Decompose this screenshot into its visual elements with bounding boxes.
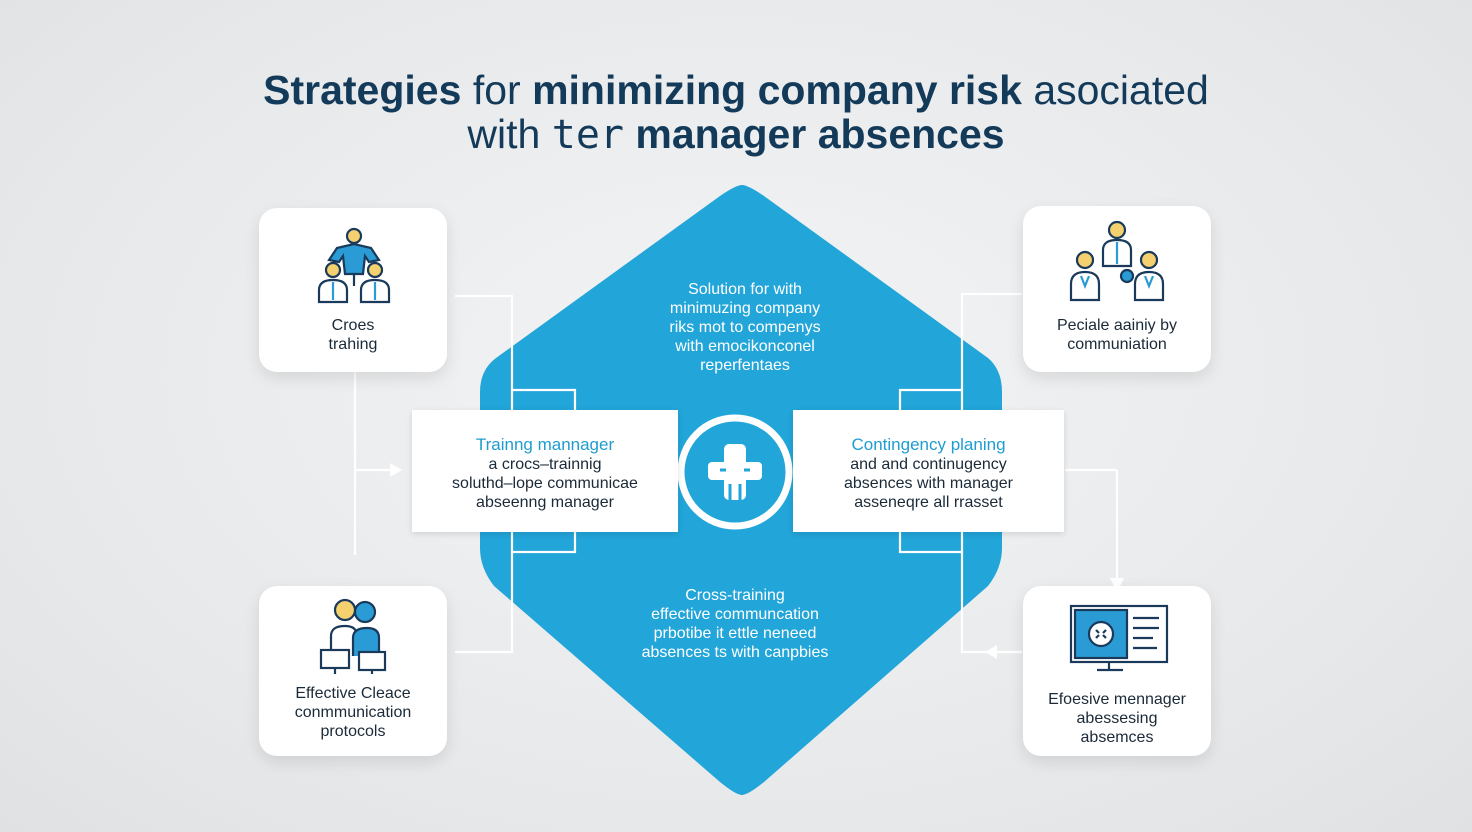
card-label-line: absemces	[1080, 729, 1154, 746]
title-word-with: with	[467, 111, 541, 157]
outer-connectors	[353, 372, 1119, 585]
left-box-line: soluthd–lope communicae	[452, 475, 638, 492]
connector-lines	[455, 292, 1022, 654]
connector-bottom-left	[455, 532, 514, 654]
title-word-strategies: Strategies	[263, 67, 462, 113]
card-top-right-label: Peciale aainiy by communiation	[1023, 316, 1211, 354]
center-top-text: Solution for with minimuzing company rik…	[600, 280, 890, 375]
group-people-icon	[1069, 220, 1165, 302]
card-label-line: abessesing	[1076, 710, 1158, 727]
card-top-left-label: Croes trahing	[259, 316, 447, 354]
title-line-2: with ter manager absences	[0, 109, 1472, 160]
center-bottom-line: effective communcation	[651, 606, 819, 623]
team-people-icon	[317, 227, 391, 304]
card-bottom-right: Efoesive mennager abessesing absemces	[1023, 586, 1211, 756]
two-people-icon	[319, 598, 387, 674]
card-label-line: Effective Cleace	[295, 685, 411, 702]
left-strategy-box: Trainng mannager a crocs–trainnig soluth…	[412, 410, 678, 532]
card-label-line: conmmunication	[294, 704, 412, 721]
right-box-heading: Contingency planing	[851, 435, 1006, 454]
card-label-line: Croes	[331, 317, 375, 334]
title-word-for: for	[472, 67, 521, 113]
right-box-line: and and continugency	[850, 456, 1007, 473]
connector-left-stub-top	[512, 388, 577, 410]
title-phrase-absences: manager absences	[635, 111, 1005, 157]
center-bottom-line: Cross-training	[685, 587, 785, 604]
left-box-line: abseenng manager	[476, 494, 614, 511]
connector-top-left	[455, 294, 514, 410]
card-label-line: trahing	[328, 336, 378, 353]
monitor-icon	[1069, 604, 1169, 672]
connector-right-stub	[898, 532, 962, 554]
center-top-line: minimuzing company	[669, 300, 821, 317]
card-top-left: Croes trahing	[259, 208, 447, 372]
left-box-heading: Trainng mannager	[475, 435, 615, 454]
center-top-line: Solution for with	[688, 281, 802, 298]
title-word-asociated: asociated	[1033, 67, 1209, 113]
connector-right-stub-top	[898, 388, 962, 410]
title-line-1: Strategies for minimizing company risk a…	[0, 65, 1472, 115]
connector-bottom-right	[960, 532, 1022, 654]
left-box-line: a crocs–trainnig	[488, 456, 602, 473]
card-label-line: Efoesive mennager	[1048, 691, 1186, 708]
connector-left-stub	[512, 532, 577, 554]
center-bottom-text: Cross-training effective communcation pr…	[580, 586, 890, 662]
connector-top-right	[960, 292, 1022, 410]
card-bottom-left: Effective Cleace conmmunication protocol…	[259, 586, 447, 756]
center-bottom-line: prbotibe it ettle neneed	[653, 625, 817, 642]
card-label-line: communiation	[1067, 336, 1167, 353]
title-phrase-risk: minimizing company risk	[532, 67, 1022, 113]
card-label-line: Peciale aainiy by	[1056, 317, 1178, 334]
title-word-ter: ter	[551, 112, 624, 158]
card-top-right: Peciale aainiy by communiation	[1023, 206, 1211, 372]
center-top-line: with emocikonconel	[675, 338, 815, 355]
right-box-line: asseneqre all rrasset	[854, 494, 1003, 511]
card-bottom-left-label: Effective Cleace conmmunication protocol…	[259, 684, 447, 741]
right-strategy-box: Contingency planing and and continugency…	[793, 410, 1064, 532]
arrow-bottom-right-head	[985, 645, 997, 659]
center-bottom-line: absences ts with canpbies	[641, 644, 829, 661]
right-box-line: absences with manager	[844, 475, 1013, 492]
arrow-right-head	[1110, 578, 1124, 592]
center-hub-icon-details	[720, 468, 750, 500]
card-bottom-right-label: Efoesive mennager abessesing absemces	[1023, 690, 1211, 747]
center-top-line: reperfentaes	[700, 357, 790, 374]
arrow-left-head	[390, 463, 402, 477]
card-label-line: protocols	[320, 723, 386, 740]
center-top-line: riks mot to compenys	[669, 319, 821, 336]
